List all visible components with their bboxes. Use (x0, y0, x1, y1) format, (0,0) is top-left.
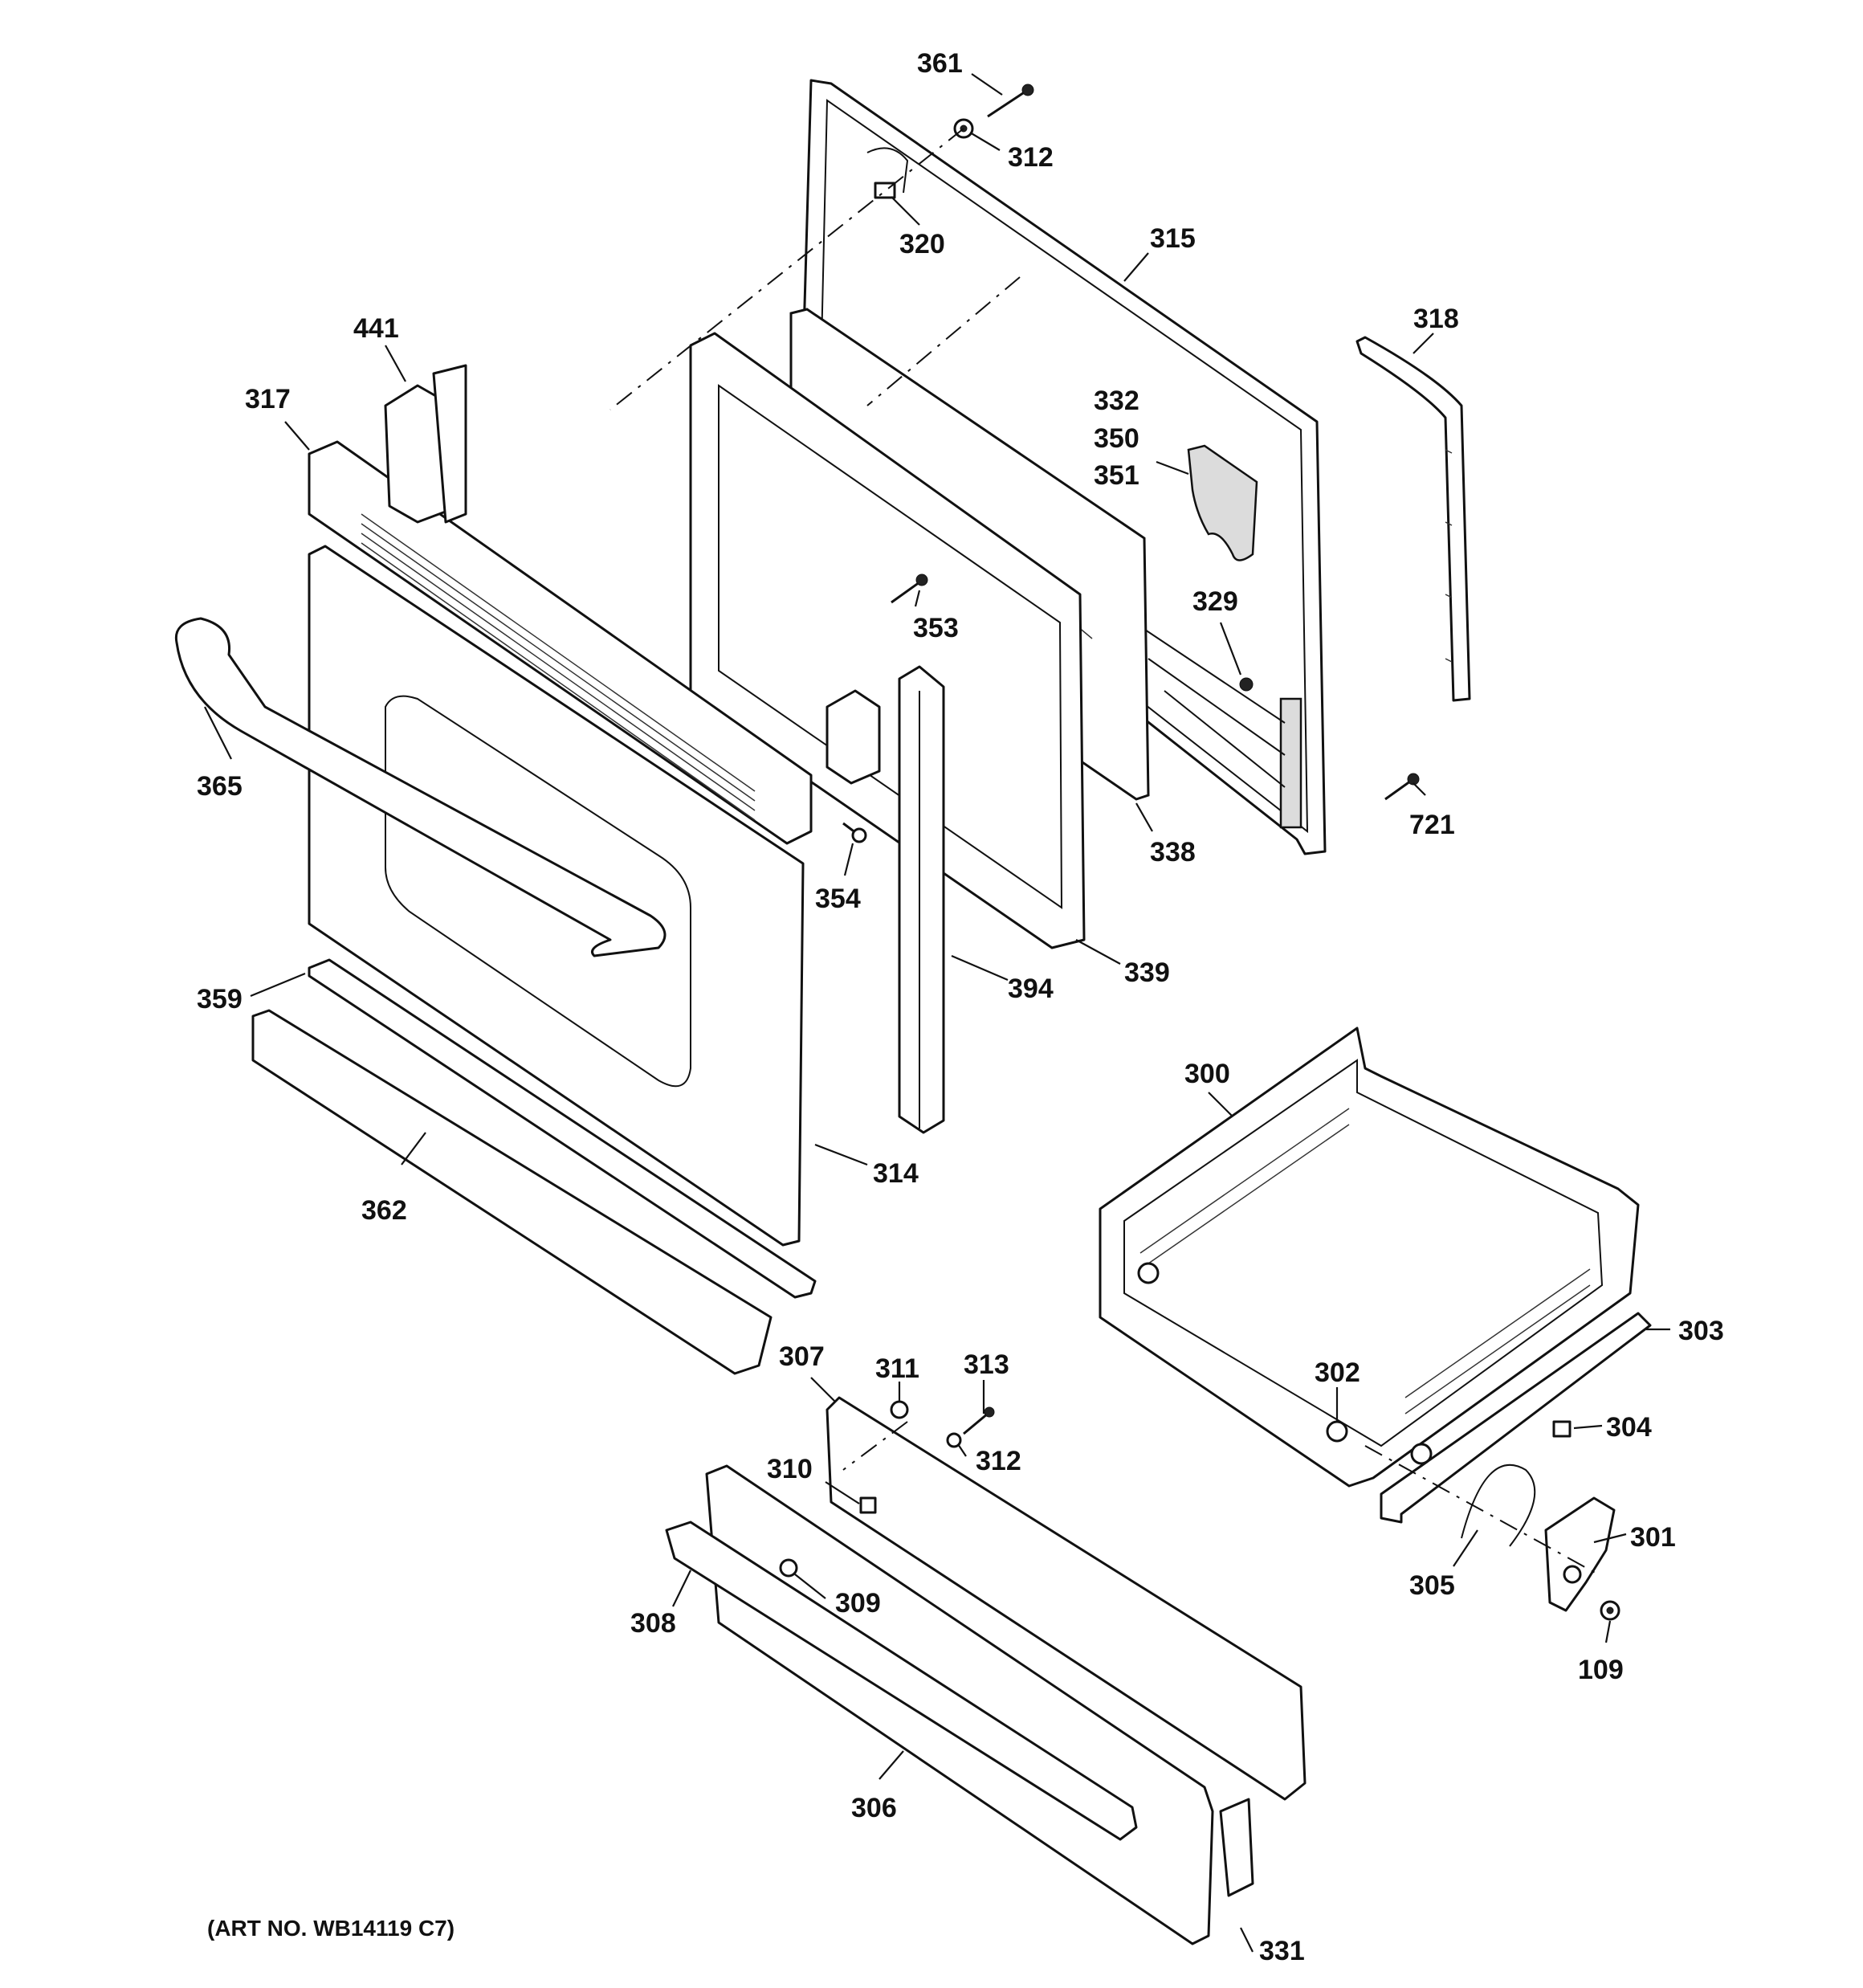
drawer-rail (1380, 1312, 1652, 1524)
hinge-bracket-right (826, 689, 881, 785)
callout-313: 313 (964, 1349, 1009, 1380)
clip-305 (1461, 1463, 1536, 1547)
drawer-box (1099, 1027, 1640, 1488)
callout-304: 304 (1606, 1412, 1652, 1443)
insulation-block (1187, 444, 1258, 561)
callout-365: 365 (197, 771, 243, 802)
callout-329: 329 (1192, 586, 1238, 617)
vent-panel (308, 440, 813, 845)
callout-339: 339 (1124, 957, 1170, 988)
callout-331: 331 (1259, 1936, 1305, 1966)
drawer-front-inner (826, 1396, 1307, 1801)
nut-311 (890, 1400, 909, 1419)
callout-318: 318 (1413, 304, 1459, 334)
callout-441: 441 (353, 313, 399, 344)
roller-304 (1552, 1420, 1572, 1438)
screw-721 (1384, 773, 1420, 801)
callout-361: 361 (917, 48, 963, 79)
callout-311: 311 (875, 1353, 919, 1384)
callout-306: 306 (851, 1793, 897, 1823)
callout-305: 305 (1409, 1570, 1455, 1601)
hinge-bracket-left (384, 364, 467, 524)
drawer-handle (665, 1521, 1138, 1841)
nut-109 (1600, 1600, 1620, 1621)
art-number-caption: (ART NO. WB14119 C7) (207, 1916, 455, 1941)
callout-394: 394 (1008, 974, 1054, 1004)
callout-309: 309 (835, 1588, 881, 1619)
callout-353: 353 (913, 613, 959, 643)
screw-309 (779, 1558, 798, 1578)
door-handle (174, 617, 667, 957)
callout-310: 310 (767, 1454, 813, 1484)
callout-307: 307 (779, 1341, 825, 1372)
callout-317: 317 (245, 384, 291, 414)
callout-362: 362 (361, 1195, 407, 1226)
inner-door-liner (800, 79, 1327, 855)
screw-329 (1239, 677, 1254, 692)
callout-332: 332 (1094, 386, 1139, 416)
screw-354 (842, 822, 867, 843)
callout-354: 354 (815, 884, 861, 914)
callout-302: 302 (1315, 1357, 1360, 1388)
callout-320: 320 (899, 229, 945, 259)
door-kick-trim (251, 1009, 773, 1375)
callout-338: 338 (1150, 837, 1196, 867)
callout-312-upper: 312 (1008, 142, 1054, 173)
callout-350: 350 (1094, 423, 1139, 454)
clip-310 (859, 1496, 877, 1514)
callout-312-lower: 312 (976, 1446, 1021, 1476)
door-bottom-rail (308, 958, 817, 1299)
callout-351: 351 (1094, 460, 1139, 491)
clip-331 (1219, 1798, 1254, 1897)
screw-353 (891, 574, 928, 604)
callout-109: 109 (1578, 1655, 1624, 1685)
leader-lines (204, 73, 1670, 1953)
screw-313 (963, 1406, 995, 1435)
screw-361 (987, 84, 1034, 118)
assembly-lines (609, 128, 1599, 1575)
stud-302 (1326, 1420, 1348, 1443)
callout-300: 300 (1184, 1059, 1230, 1089)
callout-labels: 361 312 320 315 318 441 317 332 350 351 … (197, 48, 1724, 1966)
callout-301: 301 (1630, 1522, 1676, 1553)
callout-359: 359 (197, 984, 243, 1014)
washer-312-lower (946, 1432, 962, 1448)
callout-721: 721 (1409, 810, 1455, 840)
callout-308: 308 (630, 1608, 676, 1639)
callout-314: 314 (873, 1158, 919, 1189)
door-gasket (1355, 336, 1471, 702)
callout-315: 315 (1150, 223, 1196, 254)
callout-303: 303 (1678, 1316, 1724, 1346)
bracket-301 (1544, 1496, 1616, 1612)
side-trim (898, 665, 945, 1134)
